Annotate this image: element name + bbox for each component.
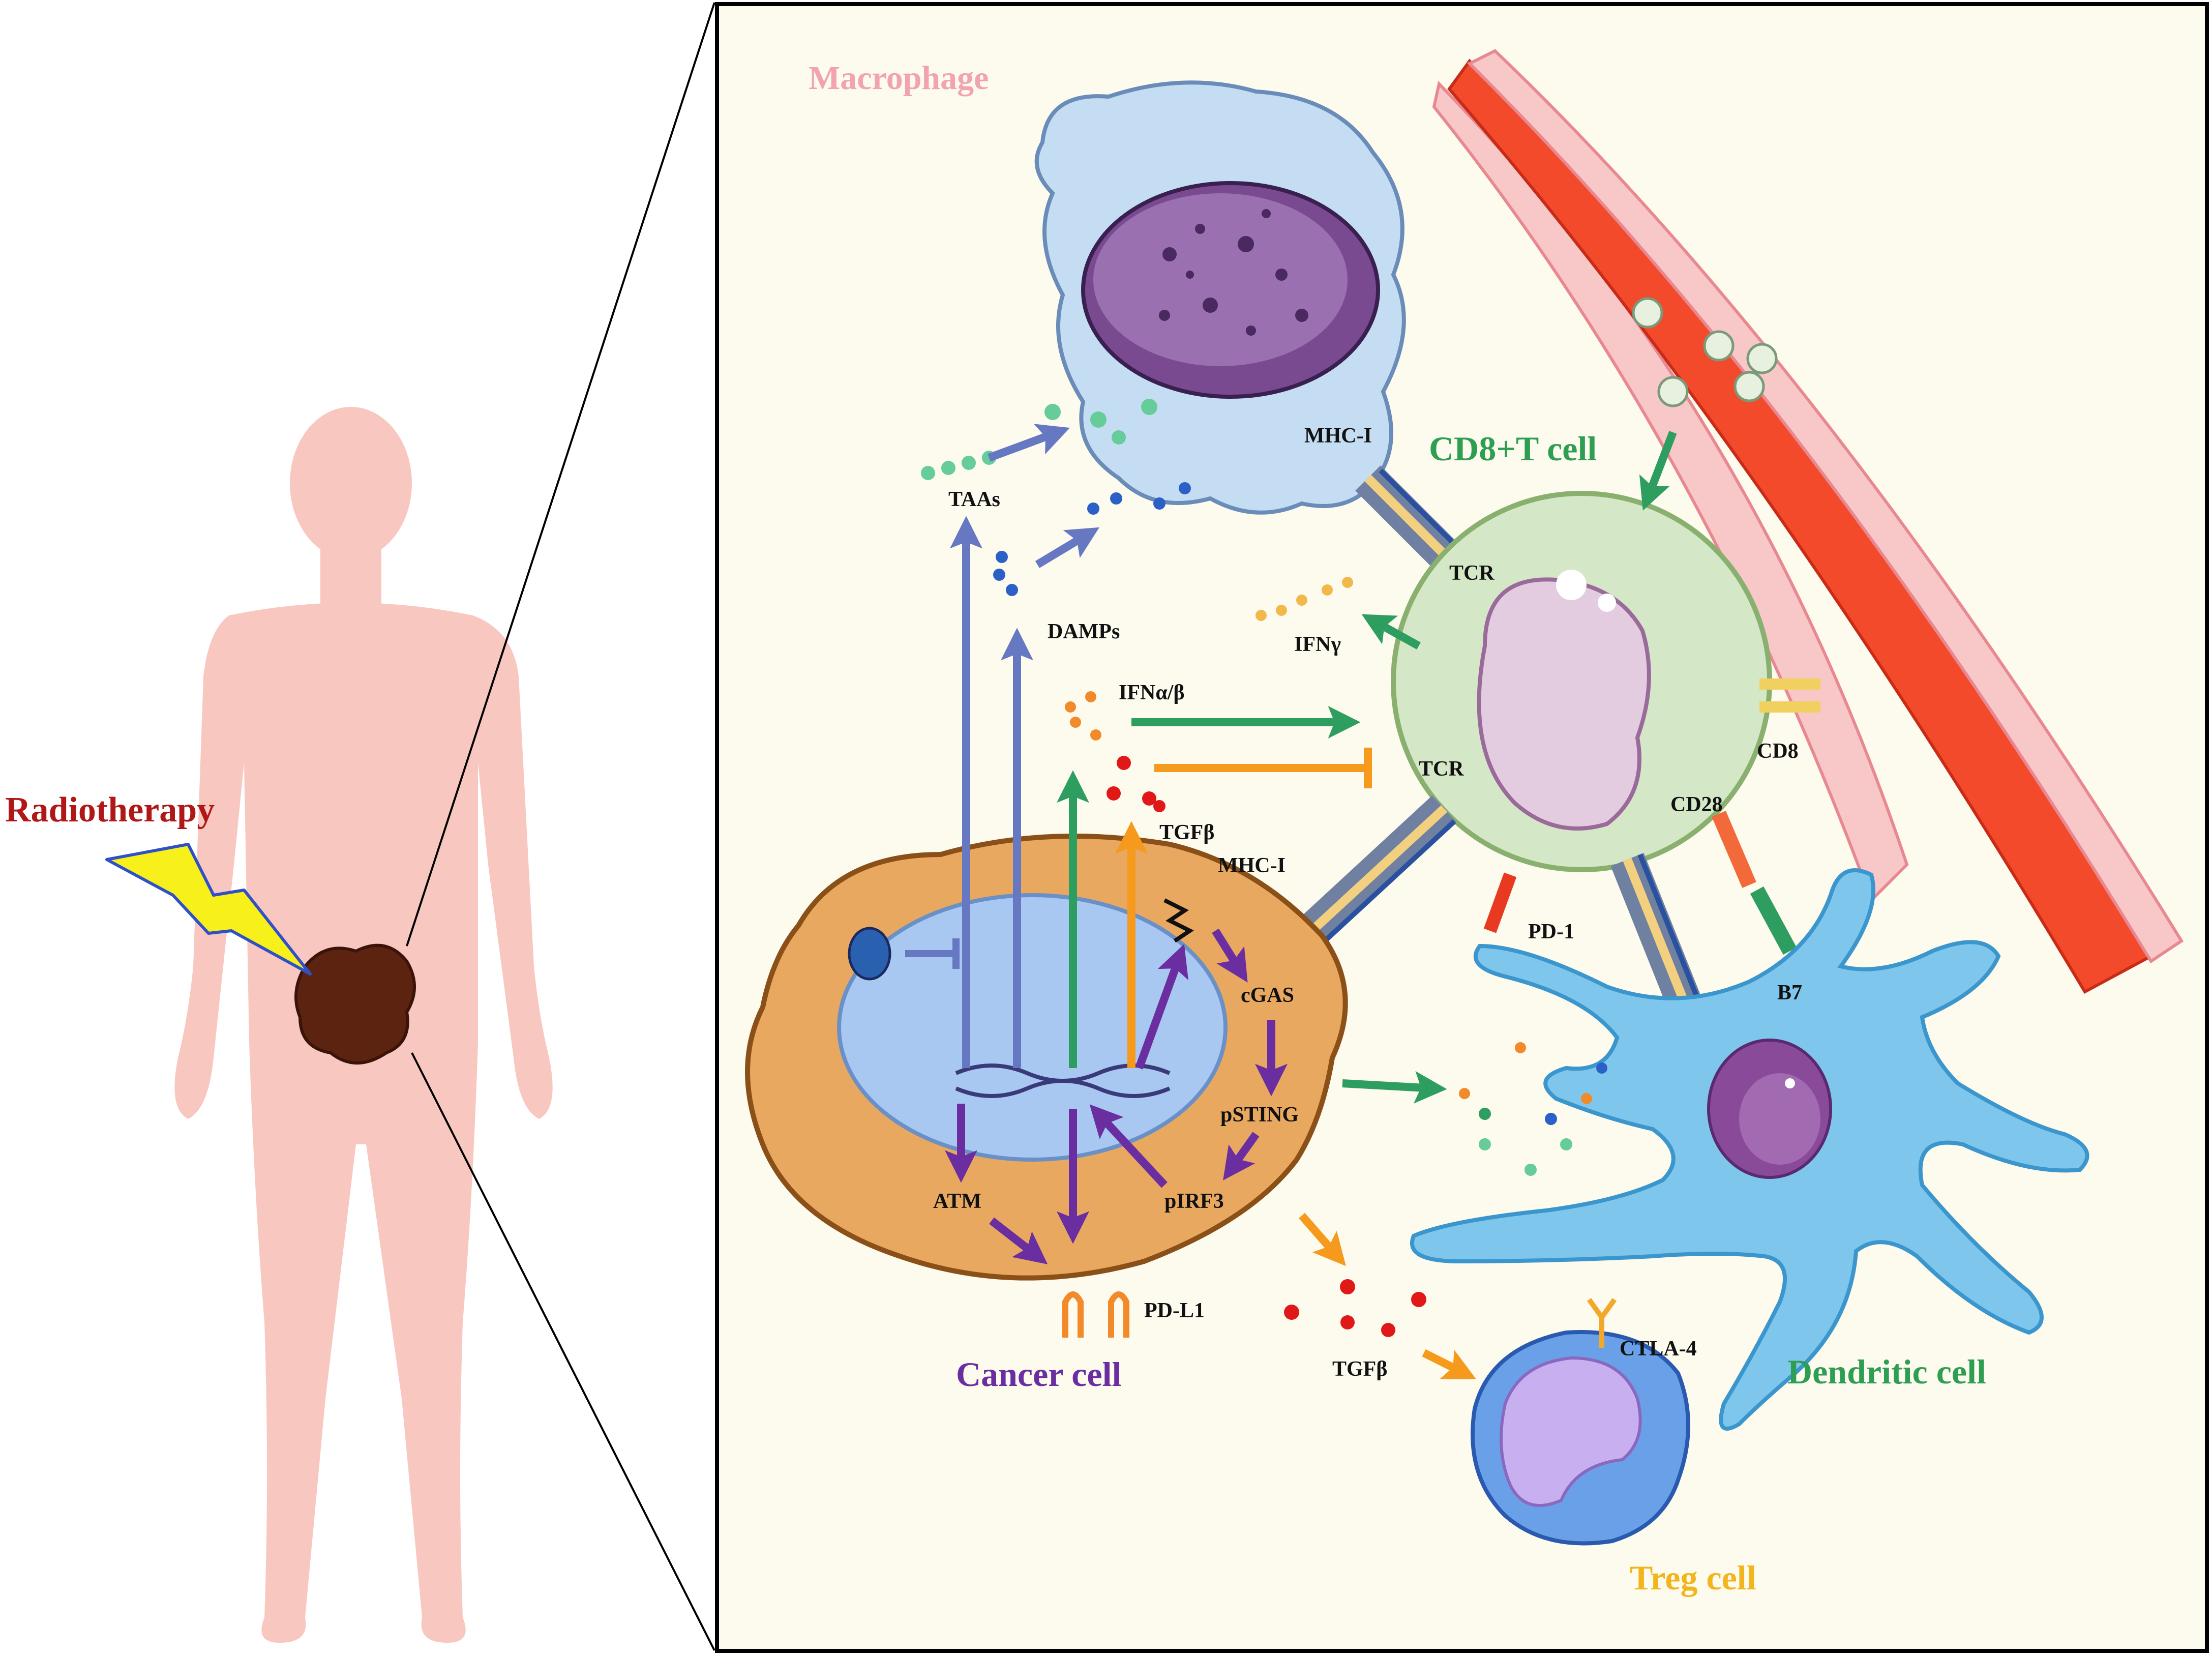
damaged-dna-icon: [1163, 898, 1194, 943]
cd8-t-cell: [1391, 491, 1772, 872]
receptor-protein-icon: [848, 927, 891, 981]
arrow-taas-to-macrophage: [988, 424, 1070, 462]
arrow-cancer-to-dc: [1342, 1071, 1447, 1104]
lightning-bolt-icon: [105, 843, 312, 976]
taas-label: TAAs: [948, 488, 1000, 511]
ctla4-receptor: [1587, 1298, 1617, 1348]
tgfb-lower-molecules: [1284, 1279, 1426, 1337]
tgfb-lower-label: TGFβ: [1332, 1357, 1387, 1381]
ifn-ab-molecules: [1065, 691, 1101, 741]
arrow-psting-to-pirf3: [1223, 1132, 1260, 1180]
arrow-cancer-to-tgfb: [1298, 1213, 1346, 1266]
arrow-dna-to-damage: [1135, 943, 1188, 1070]
tcr-top-label: TCR: [1449, 561, 1494, 585]
mhc-tcr-bridge-cancer: [1300, 795, 1456, 945]
tumor: [294, 943, 416, 1065]
tgfb-upper-label: TGFβ: [1159, 821, 1214, 844]
mhc-i-cancer-label: MHC-I: [1218, 854, 1286, 877]
cd8-label: CD8: [1757, 740, 1799, 763]
pdl1-label: PD-L1: [1144, 1299, 1205, 1322]
treg-cell: [1471, 1330, 1690, 1546]
cd28-label: CD28: [1670, 793, 1723, 816]
tgfb-upper-molecules: [1107, 756, 1165, 812]
cd8-receptor: [1759, 678, 1820, 713]
psting-label: pSTING: [1220, 1103, 1299, 1127]
arrow-vessel-to-tcell: [1639, 431, 1677, 511]
pirf3-label: pIRF3: [1164, 1190, 1224, 1213]
cd28-receptor: [1712, 811, 1756, 888]
cd8-t-cell-label: CD8+T cell: [1429, 429, 1597, 468]
damps-label: DAMPs: [1048, 620, 1120, 643]
zoom-line-bottom: [411, 1052, 715, 1651]
damps-molecules: [993, 482, 1191, 596]
arrow-tgfb-to-treg: [1422, 1349, 1476, 1379]
ifn-gamma-label: IFNγ: [1294, 633, 1341, 656]
b7-receptor: [1750, 886, 1797, 955]
dendritic-cell-label: Dendritic cell: [1787, 1352, 1986, 1391]
pd1-receptor: [1483, 872, 1517, 933]
ctla4-label: CTLA-4: [1620, 1337, 1697, 1361]
macrophage-cell: [1034, 80, 1406, 515]
mhc-i-macrophage-label: MHC-I: [1304, 424, 1372, 448]
released-antigens: [1459, 1042, 1607, 1176]
taas-molecules: [921, 399, 1157, 480]
tcr-bottom-label: TCR: [1419, 757, 1464, 781]
arrow-damps-to-macrophage: [1035, 527, 1099, 568]
pd1-label: PD-1: [1528, 920, 1574, 943]
b7-label: B7: [1777, 981, 1802, 1004]
arrow-atm-to-pdl1: [989, 1217, 1048, 1264]
ifn-ab-label: IFNα/β: [1119, 681, 1185, 704]
mhc-tcr-bridge-dc: [1610, 853, 1705, 1019]
cgas-label: cGAS: [1241, 984, 1294, 1007]
human-body: [174, 407, 553, 1643]
blood-vessel: [1432, 49, 2184, 994]
zoom-line-top: [406, 2, 715, 947]
cancer-cell-label: Cancer cell: [956, 1355, 1121, 1394]
dendritic-cell: [1410, 868, 2089, 1431]
arrow-pirf3-to-dna: [1089, 1104, 1168, 1188]
inhibit-receptor: [905, 938, 960, 969]
ifn-gamma-molecules: [1256, 577, 1353, 621]
atm-label: ATM: [933, 1190, 981, 1213]
radiotherapy-label: Radiotherapy: [5, 790, 215, 830]
inhibit-tgfb-to-tcell: [1154, 748, 1372, 788]
treg-cell-label: Treg cell: [1630, 1558, 1756, 1597]
arrow-damage-to-cgas: [1212, 928, 1248, 983]
pdl1-receptor: [1062, 1291, 1129, 1338]
arrow-tcell-to-ifngamma: [1361, 614, 1421, 649]
macrophage-label: Macrophage: [809, 60, 989, 97]
